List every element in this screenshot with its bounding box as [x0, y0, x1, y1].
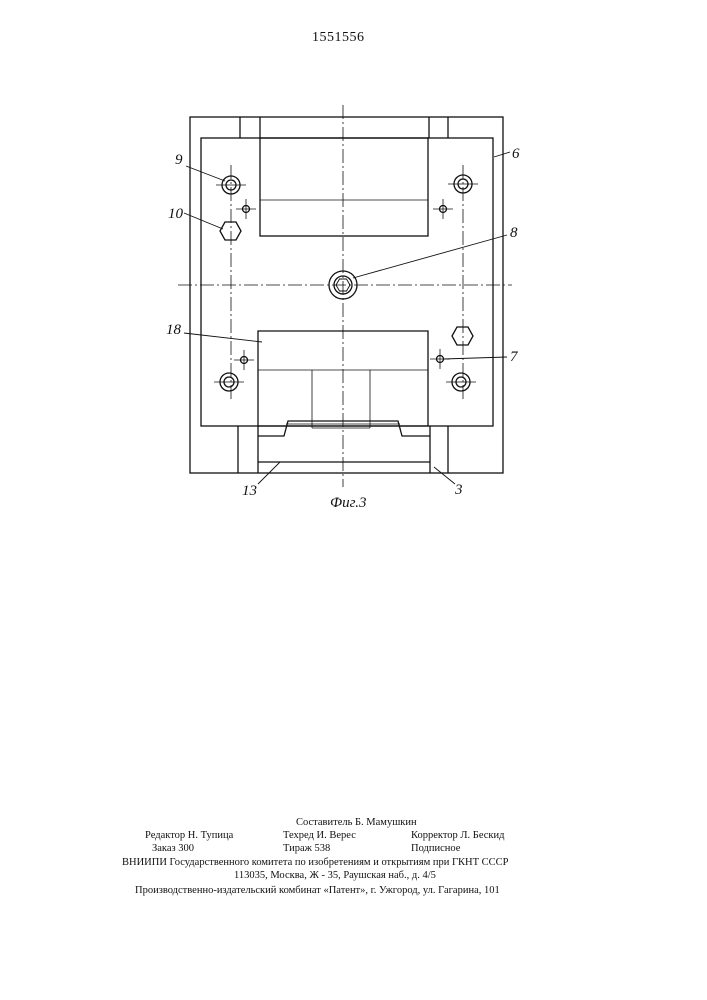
ref-label-6: 6 — [512, 146, 520, 162]
ref-label-18: 18 — [166, 322, 182, 338]
imprint-techred: Техред И. Верес — [283, 829, 356, 843]
ref-label-9: 9 — [175, 152, 183, 168]
ref-label-13: 13 — [242, 483, 257, 499]
outer-frame — [190, 117, 503, 473]
imprint-address: 113035, Москва, Ж - 35, Раушская наб., д… — [234, 869, 436, 883]
figure-caption: Фиг.3 — [330, 495, 366, 511]
imprint-institute: ВНИИПИ Государственного комитета по изоб… — [122, 856, 509, 870]
imprint-circulation: Тираж 538 — [283, 842, 330, 856]
imprint-publisher: Производственно-издательский комбинат «П… — [135, 884, 500, 898]
imprint-compiler: Составитель Б. Мамушкин — [296, 816, 417, 830]
ref-label-3: 3 — [454, 482, 463, 498]
imprint-corrector: Корректор Л. Бескид — [411, 829, 504, 843]
imprint-order: Заказ 300 — [152, 842, 194, 856]
ref-label-7: 7 — [510, 349, 519, 365]
imprint-subscription: Подписное — [411, 842, 460, 856]
ref-label-8: 8 — [510, 225, 518, 241]
inner-plate — [201, 138, 493, 426]
imprint-editor: Редактор Н. Тупица — [145, 829, 233, 843]
ref-label-10: 10 — [168, 206, 184, 222]
upper-insert — [260, 138, 428, 236]
